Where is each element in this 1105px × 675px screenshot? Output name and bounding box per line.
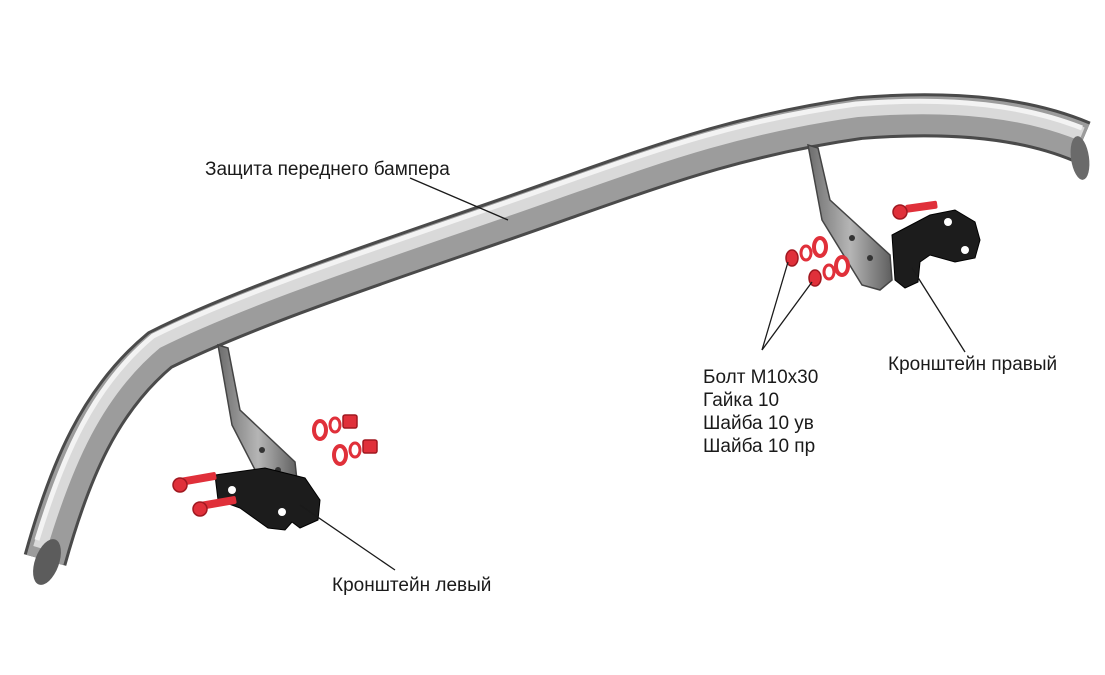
leader-hardware-b xyxy=(761,281,813,351)
leader-hardware-a xyxy=(761,261,789,351)
leader-bumper xyxy=(409,177,509,221)
leader-left-bracket xyxy=(299,504,396,571)
bumper-guard-tube xyxy=(23,93,1091,585)
right-bracket-assembly xyxy=(785,143,981,291)
label-washer-wide: Шайба 10 ув xyxy=(703,413,814,434)
leader-lines xyxy=(299,177,966,571)
label-bracket-left: Кронштейн левый xyxy=(332,575,492,596)
label-washer-spring: Шайба 10 пр xyxy=(703,436,816,457)
label-bolt: Болт М10х30 xyxy=(703,367,819,388)
label-bumper-guard: Защита переднего бампера xyxy=(205,159,450,180)
label-hardware-list: Болт М10х30 Гайка 10 Шайба 10 ув Шайба 1… xyxy=(703,366,818,458)
leader-right-bracket xyxy=(911,267,966,353)
label-bracket-right: Кронштейн правый xyxy=(888,354,1058,375)
left-bracket-assembly xyxy=(172,343,378,531)
label-nut: Гайка 10 xyxy=(703,390,780,411)
